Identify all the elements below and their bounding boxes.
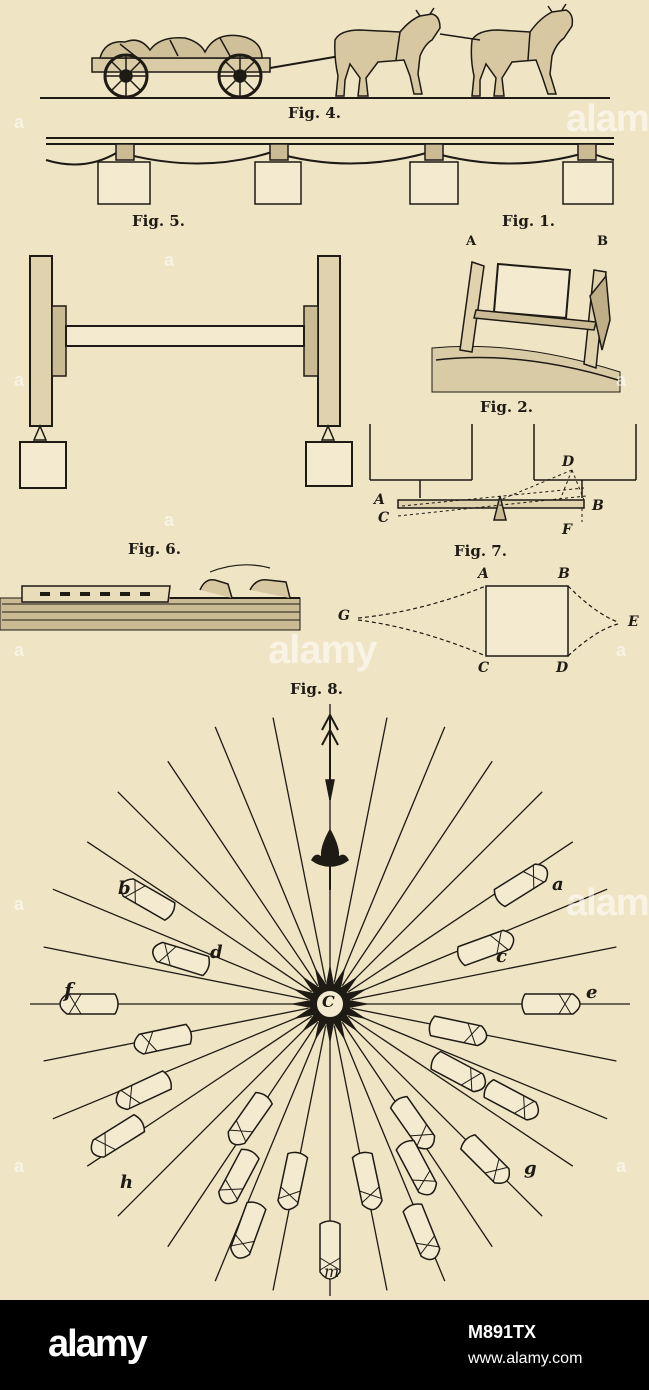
fig6-wheelset xyxy=(19,255,353,489)
engraving-art xyxy=(0,3,637,1296)
fig2-balance xyxy=(369,424,637,522)
fig6-canal-boat xyxy=(0,564,301,631)
fig7-letter-b: B xyxy=(558,566,570,582)
boat-shape xyxy=(395,1139,438,1196)
fig8-letter-a: a xyxy=(552,874,564,895)
fig1-caption: Fig. 1. xyxy=(502,212,555,230)
fig7-letter-d: D xyxy=(556,660,569,676)
fig7-letter-a: A xyxy=(478,566,489,582)
watermark-a-8: a xyxy=(616,370,627,390)
fig1-letter-a: A xyxy=(466,234,477,249)
compass-ray xyxy=(350,1011,608,1120)
watermark-logo-right-2: alamy xyxy=(566,882,649,924)
fig4-caption: Fig. 4. xyxy=(288,104,341,122)
compass-ray xyxy=(345,1019,543,1217)
fig8-letter-c: c xyxy=(496,946,507,967)
boat-shape xyxy=(277,1151,309,1211)
boat-shape xyxy=(115,1070,172,1111)
fig8-letter-e: e xyxy=(586,982,598,1003)
boat-shape xyxy=(493,863,549,908)
fig7-letter-g: G xyxy=(338,608,350,624)
compass-ray xyxy=(333,717,388,983)
boat-shape xyxy=(351,1151,383,1211)
watermark-a-4: a xyxy=(14,894,25,914)
boat-shape xyxy=(428,1015,488,1047)
boat-shape xyxy=(152,941,211,977)
compass-ray xyxy=(341,760,493,987)
compass-ray xyxy=(86,841,313,993)
boat-shape xyxy=(59,993,119,1015)
image-id: M891TX xyxy=(468,1322,537,1342)
compass-ray xyxy=(345,791,543,989)
watermark-a-7: a xyxy=(164,510,175,530)
fig2-letter-a: A xyxy=(374,492,385,508)
compass-ray xyxy=(117,1019,315,1217)
compass-ray xyxy=(214,726,323,984)
fig8-letter-h: h xyxy=(120,1172,134,1193)
fig7-letter-e: E xyxy=(628,614,639,630)
boat-shape xyxy=(218,1148,260,1205)
compass-ray xyxy=(117,791,315,989)
fig7-shape xyxy=(357,585,619,657)
boat-shape xyxy=(227,1091,274,1146)
fig8-caption: Fig. 8. xyxy=(290,680,343,698)
fig7-letter-c: C xyxy=(478,660,490,676)
site-url[interactable]: www.alamy.com xyxy=(468,1350,583,1367)
boat-shape xyxy=(133,1023,193,1055)
fig2-letter-f: F xyxy=(562,522,572,538)
alamy-logo[interactable]: alamy xyxy=(48,1314,152,1374)
boat-shape xyxy=(90,1113,146,1158)
fig8-letter-m: m xyxy=(324,1262,340,1281)
boat-shape xyxy=(120,878,176,922)
boat-shape xyxy=(402,1203,441,1261)
engraving-plate: Fig. 4. Fig. 5. Fig. 1. Fig. 2. Fig. 6. … xyxy=(0,3,649,1296)
alamy-logo-text: alamy xyxy=(48,1323,148,1365)
alamy-footer: alamy M891TX www.alamy.com xyxy=(0,1300,649,1390)
boat-shape xyxy=(430,1050,487,1093)
watermark-a-1: a xyxy=(14,112,25,132)
fig5-caption: Fig. 5. xyxy=(132,212,185,230)
boat-shape xyxy=(459,1133,511,1185)
fig8-center-letter: C xyxy=(322,992,335,1011)
boat-shape xyxy=(319,1220,341,1280)
compass-ray xyxy=(52,888,310,997)
fig6-caption: Fig. 6. xyxy=(128,540,181,558)
fig5-rail-with-blocks xyxy=(45,137,615,205)
boat-shape xyxy=(456,929,515,967)
compass-ray xyxy=(351,946,617,1001)
fig2-letter-d: D xyxy=(562,454,575,470)
boat-shape xyxy=(521,993,581,1015)
fig2-caption: Fig. 2. xyxy=(480,398,533,416)
watermark-logo: alamy xyxy=(268,628,377,672)
compass-ray xyxy=(272,717,327,983)
watermark-a-6: a xyxy=(164,250,175,270)
fig4-wagon-and-horses xyxy=(40,3,610,99)
watermark-a-10: a xyxy=(616,1156,627,1176)
fig1-letter-b: B xyxy=(597,234,608,249)
fig8-letter-d: d xyxy=(210,942,223,963)
watermark-a-2: a xyxy=(14,370,25,390)
watermark-a-5: a xyxy=(14,1156,25,1176)
watermark-logo-right: alamy xyxy=(566,98,649,140)
fig8-letter-b: b xyxy=(118,878,131,899)
watermark-a-9: a xyxy=(616,640,627,660)
fig7-caption: Fig. 7. xyxy=(454,542,507,560)
compass-ray xyxy=(337,726,446,984)
fig8-letter-f: f xyxy=(64,978,73,1002)
boat-shape xyxy=(483,1078,540,1121)
fig8-compass xyxy=(30,704,630,1296)
compass-ray xyxy=(214,1024,323,1282)
fig2-letter-b: B xyxy=(592,498,604,514)
boat-shape xyxy=(229,1201,267,1259)
compass-ray xyxy=(347,1015,574,1167)
fig2-letter-c: C xyxy=(378,510,390,526)
compass-ray xyxy=(43,946,309,1001)
compass-ray xyxy=(52,1011,310,1120)
fig1-cart xyxy=(431,261,621,393)
watermark-a-3: a xyxy=(14,640,25,660)
compass-ray xyxy=(167,760,319,987)
fig8-letter-g: g xyxy=(524,1158,537,1179)
